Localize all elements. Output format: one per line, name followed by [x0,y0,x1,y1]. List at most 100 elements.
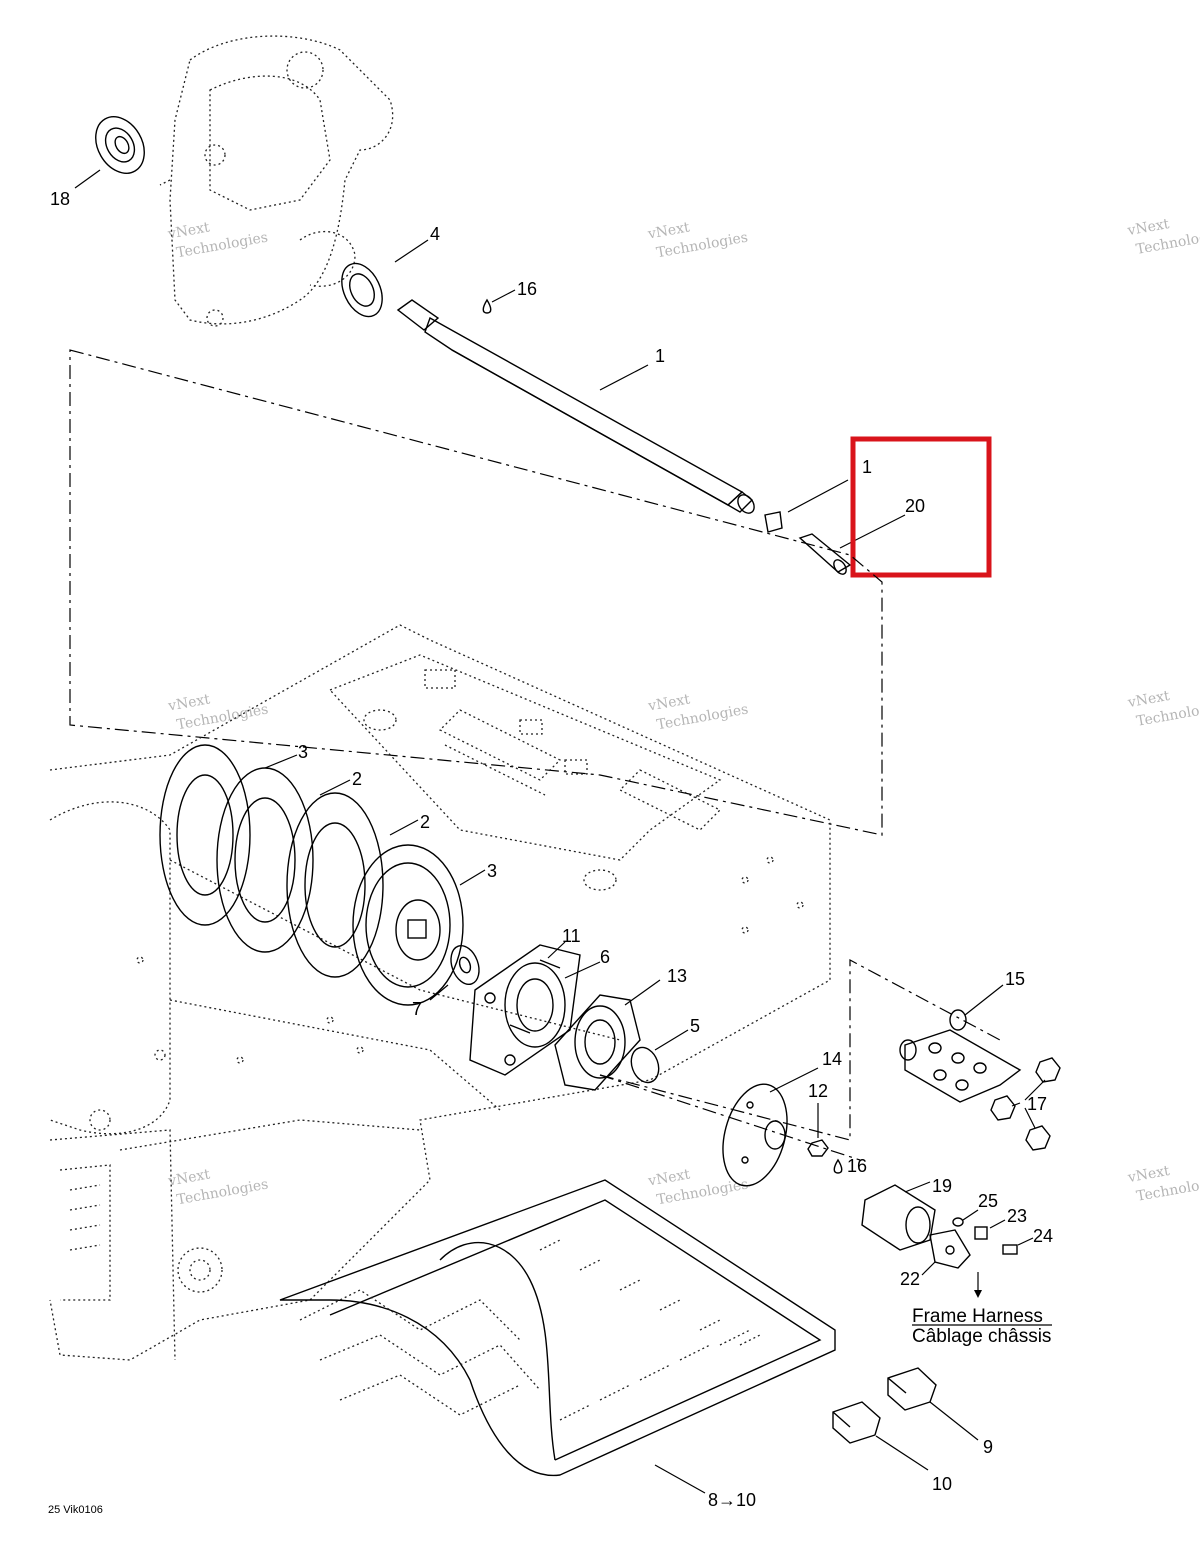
leader-15 [964,984,1004,1016]
sprocket-3-outer [352,844,464,1006]
callout-2b: 2 [420,812,430,832]
svg-text:vNext: vNext [646,691,691,714]
leader-17a [1024,1079,1046,1101]
nuts-17 [990,1057,1061,1151]
leader-20 [839,514,906,549]
svg-text:vNext: vNext [646,1166,691,1189]
leader-17c [1024,1107,1036,1129]
svg-text:vNext: vNext [166,219,211,242]
terminal-24 [1002,1244,1018,1255]
leader-8-10 [654,1464,706,1494]
sprocket-2-first [216,767,314,953]
track-8-10 [279,1179,836,1477]
callout-3a: 3 [298,742,308,762]
bearing-18 [95,116,145,174]
svg-text:vNext: vNext [1125,216,1170,239]
callout-13: 13 [667,966,687,986]
sprocket-2-second [286,792,384,978]
callout-1a: 1 [655,346,665,366]
leader-25 [962,1209,979,1221]
watermark-mid-center: vNext Technologies [646,691,749,733]
assembly-boundary [69,349,883,836]
seal-4 [341,262,383,318]
speed-sensor-rotor [764,511,852,575]
harness-label-fr: Câblage châssis [912,1326,1051,1347]
callout-14: 14 [822,1049,842,1069]
leader-9 [929,1401,979,1441]
leader-11 [547,941,566,959]
leader-19 [904,1181,931,1193]
terminal-23 [974,1226,988,1240]
callout-17: 17 [1027,1094,1047,1114]
slider-9 [887,1367,937,1411]
leader-17b [1011,1102,1021,1107]
leader-2a [319,779,351,796]
watermark-top-right: vNext Technologies [1125,216,1200,258]
harness-label-en: Frame Harness [912,1306,1043,1327]
watermark-low-center: vNext Technologies [646,1166,749,1208]
callout-20: 20 [905,496,925,516]
callout-11: 11 [562,926,581,946]
leader-4 [394,239,429,263]
leader-3a [264,754,298,769]
callout-15: 15 [1005,969,1025,989]
callout-23: 23 [1007,1206,1027,1226]
svg-text:vNext: vNext [646,219,691,242]
leader-1a [599,364,649,391]
callout-5: 5 [690,1016,700,1036]
seal-25 [952,1217,964,1227]
bearing-boundary [599,959,1001,1141]
tunnel-frame [49,624,831,1361]
svg-text:vNext: vNext [166,1166,211,1189]
leader-13 [624,979,661,1006]
leader-10 [875,1435,929,1471]
leader-18 [74,169,101,189]
connector-22 [929,1229,971,1269]
axis-line-lower [599,1074,861,1161]
leader-16a [491,289,516,303]
highlight-box [850,436,992,578]
watermark-mid-left: vNext Technologies [166,691,269,733]
drive-axle [396,299,755,514]
slider-10 [832,1401,881,1444]
flange-13 [554,994,641,1091]
chaincase-housing [159,35,394,327]
leader-7 [429,984,449,1001]
callout-24: 24 [1033,1226,1053,1246]
callout-6: 6 [600,947,610,967]
leader-23 [989,1219,1006,1229]
leader-22 [921,1261,936,1276]
grease-drop-icon-lower [833,1158,843,1174]
callout-9: 9 [983,1437,993,1457]
callout-16b: 16 [847,1156,867,1176]
speed-disc-14 [722,1083,788,1187]
speed-sensor-19 [861,1184,936,1251]
leader-5 [654,1029,689,1051]
leader-3b [459,869,486,886]
svg-text:vNext: vNext [1126,688,1171,711]
watermark-low-left: vNext Technologies [166,1166,269,1208]
callout-1b: 1 [862,457,872,477]
leader-14 [769,1067,819,1093]
watermark-low-right: vNext Technologies [1126,1163,1200,1205]
watermark-top-center: vNext Technologies [646,219,749,261]
callout-3b: 3 [487,861,497,881]
circlip-5 [630,1046,660,1084]
callout-10: 10 [932,1474,952,1494]
callout-4: 4 [430,224,440,244]
callout-19: 19 [932,1176,952,1196]
studs-11 [509,959,561,1034]
callout-8-10: 8→10 [708,1490,756,1510]
svg-text:vNext: vNext [166,691,211,714]
callout-12: 12 [808,1081,828,1101]
bearing-housing-6 [469,944,581,1076]
callout-25: 25 [978,1191,998,1211]
washer-7 [450,944,480,986]
leader-24 [1017,1237,1034,1246]
watermark-mid-right: vNext Technologies [1126,688,1200,730]
harness-arrow-head [974,1290,982,1298]
callout-2a: 2 [352,769,362,789]
watermark-top-left: vNext Technologies [166,219,269,261]
leader-1b [787,479,849,513]
